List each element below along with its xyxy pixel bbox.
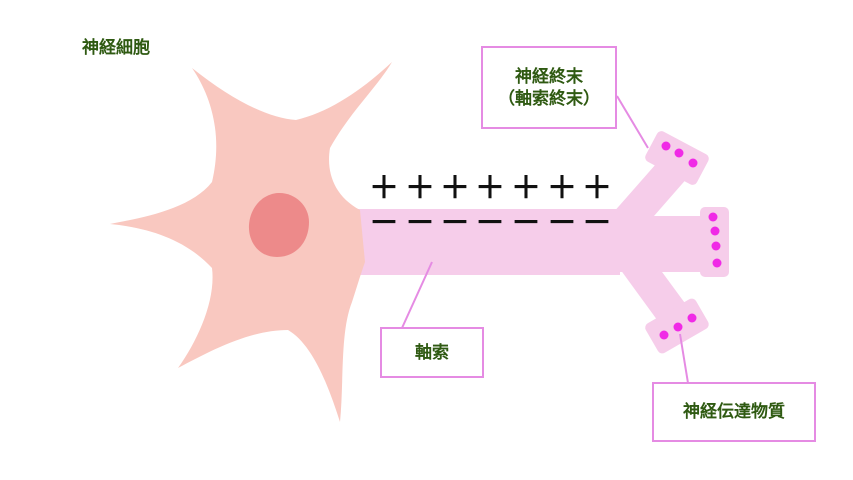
cell-body — [110, 62, 392, 422]
positive-charge: ＋ — [475, 171, 505, 206]
positive-charge: ＋ — [405, 171, 435, 206]
negative-charge: － — [475, 206, 505, 241]
leader-line-terminal — [616, 95, 649, 149]
vesicle-dot — [712, 258, 722, 268]
axon — [355, 209, 620, 275]
negative-charges: － － － － － － － — [369, 206, 612, 241]
neurotransmitter-vesicles — [659, 141, 722, 340]
label-axon: 軸索 — [380, 327, 484, 378]
leader-line-neurotransmitter — [679, 333, 689, 384]
vesicle-dot — [711, 241, 721, 251]
terminal-branch-upper — [612, 156, 689, 232]
positive-charge: ＋ — [369, 171, 399, 206]
label-axon-terminal-line2: （軸索終末） — [498, 88, 600, 109]
label-neurotransmitter-text: 神経伝達物質 — [683, 402, 785, 422]
vesicle-dot — [708, 212, 718, 222]
positive-charge: ＋ — [440, 171, 470, 206]
positive-charge: ＋ — [511, 171, 541, 206]
label-axon-text: 軸索 — [415, 342, 449, 363]
nucleus — [248, 192, 309, 257]
vesicle-dot — [661, 141, 671, 151]
vesicle-dot — [673, 322, 683, 332]
positive-charge: ＋ — [547, 171, 577, 206]
negative-charge: － — [582, 206, 612, 241]
label-axon-terminal-line1: 神経終末 — [515, 66, 583, 87]
terminal-knob-upper — [645, 131, 709, 185]
vesicle-dot — [687, 313, 697, 323]
leader-line-axon — [401, 261, 433, 329]
negative-charge: － — [369, 206, 399, 241]
label-axon-terminal: 神経終末 （軸索終末） — [481, 46, 617, 129]
label-neurotransmitter: 神経伝達物質 — [652, 382, 816, 442]
positive-charges: ＋ ＋ ＋ ＋ ＋ ＋ ＋ — [369, 171, 612, 206]
leader-lines — [401, 95, 689, 384]
negative-charge: － — [440, 206, 470, 241]
diagram-title: 神経細胞 — [82, 38, 150, 58]
vesicle-dot — [659, 330, 669, 340]
negative-charge: － — [511, 206, 541, 241]
vesicle-dot — [688, 158, 698, 168]
vesicle-dot — [710, 226, 720, 236]
vesicle-dot — [674, 148, 684, 158]
positive-charge: ＋ — [582, 171, 612, 206]
negative-charge: － — [547, 206, 577, 241]
negative-charge: － — [405, 206, 435, 241]
